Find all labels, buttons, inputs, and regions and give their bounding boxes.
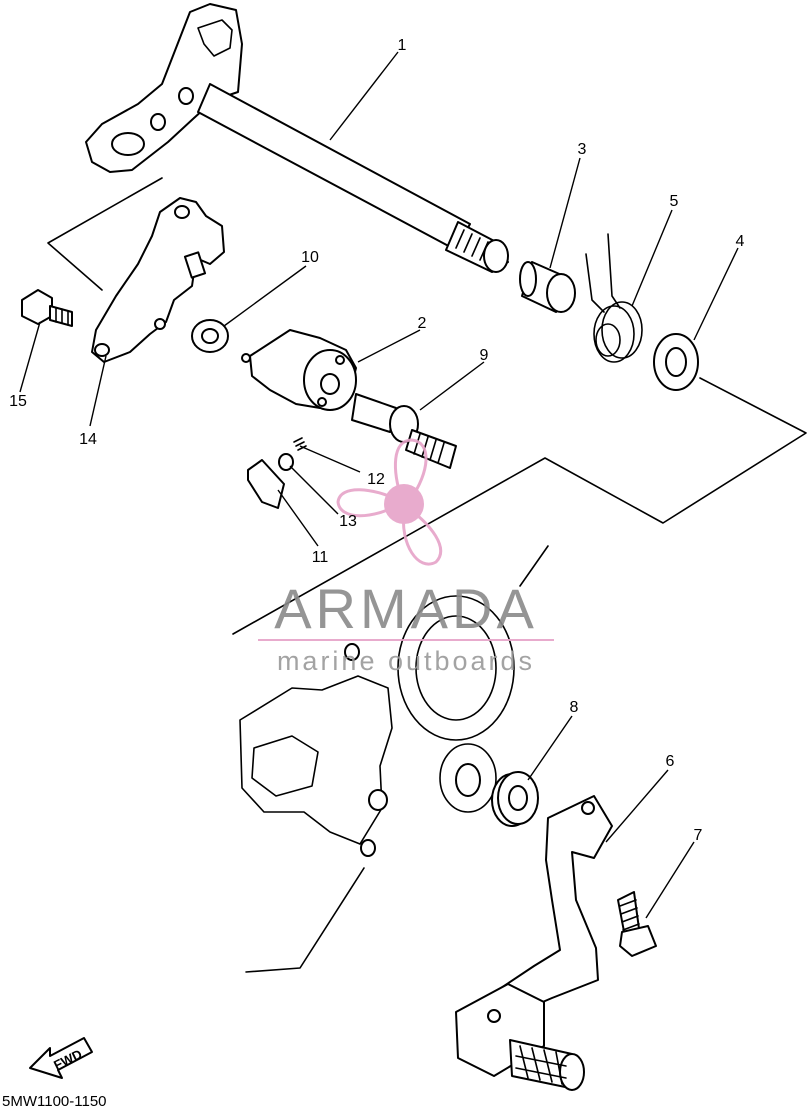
callout-7: 7	[694, 827, 703, 844]
armada-watermark: ARMADA marine outboards	[258, 438, 554, 676]
bushing-3	[519, 261, 576, 313]
crankcase-section	[239, 545, 549, 973]
shift-shaft	[85, 3, 509, 273]
watermark-brand: ARMADA	[274, 577, 538, 640]
diagram-code: 5MW1100-1150	[2, 1093, 107, 1109]
callout-labels: 1 2 3 4 5 6 7 8 9 10 11 12 13 14 15	[9, 37, 744, 844]
callout-12: 12	[367, 471, 385, 488]
callout-11: 11	[312, 549, 329, 566]
washer-4	[653, 333, 699, 391]
callout-1: 1	[398, 37, 407, 54]
callout-3: 3	[578, 141, 587, 158]
stopper-set	[247, 437, 307, 509]
fwd-label: FWD	[51, 1046, 84, 1072]
callout-6: 6	[666, 753, 675, 770]
shift-pedal	[455, 795, 613, 1091]
propeller-logo	[336, 438, 443, 566]
callout-9: 9	[480, 347, 489, 364]
shift-segment	[241, 329, 357, 411]
leader-lines	[19, 51, 739, 919]
assembly-frame-lines	[47, 177, 807, 635]
callout-5: 5	[670, 193, 679, 210]
callout-2: 2	[418, 315, 427, 332]
return-spring	[585, 233, 643, 363]
bolt-9	[351, 393, 457, 469]
bolt-7	[617, 891, 657, 957]
collar-10	[191, 319, 229, 353]
callout-14: 14	[79, 431, 97, 448]
callout-8: 8	[570, 699, 579, 716]
bolt-15	[21, 289, 73, 327]
watermark-tagline: marine outboards	[277, 646, 535, 676]
shift-guide-plate	[91, 197, 225, 363]
callout-15: 15	[9, 393, 27, 410]
oil-seal-8	[491, 771, 539, 827]
fwd-arrow: FWD	[29, 1037, 93, 1079]
callout-10: 10	[301, 249, 319, 266]
callout-4: 4	[736, 233, 745, 250]
callout-13: 13	[339, 513, 357, 530]
